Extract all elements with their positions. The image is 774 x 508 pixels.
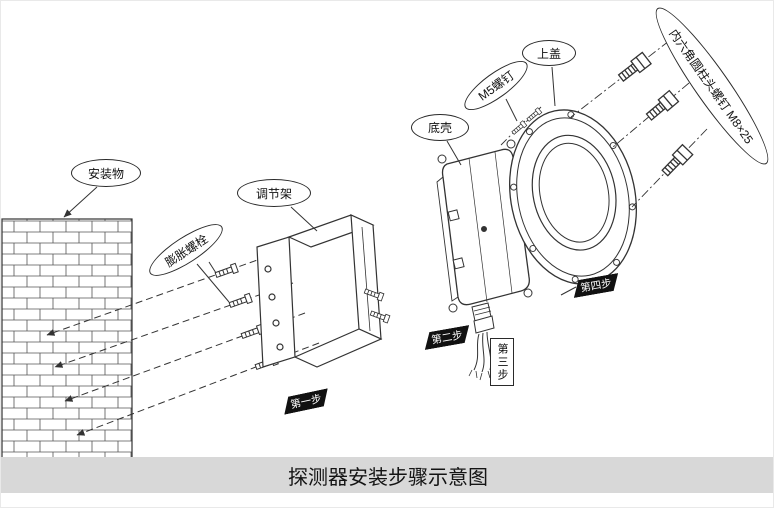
diagram-title: 探测器安装步骤示意图 bbox=[288, 466, 488, 489]
callout-mounting-object: 安装物 bbox=[71, 159, 141, 187]
adjust-bracket-drawing bbox=[256, 214, 391, 368]
callout-top-cover: 上盖 bbox=[522, 40, 576, 66]
m5-screws-drawing bbox=[500, 106, 543, 146]
hex-screws-drawing bbox=[570, 40, 708, 208]
step-flag-3: 第三步 bbox=[490, 338, 514, 386]
top-cover-drawing bbox=[509, 109, 637, 292]
brick-wall bbox=[1, 218, 133, 460]
leader-lines bbox=[63, 66, 577, 303]
callout-bottom-shell: 底壳 bbox=[411, 114, 469, 141]
caption-bar: 探测器安装步骤示意图 bbox=[1, 457, 773, 493]
bottom-shell-drawing bbox=[436, 139, 533, 381]
bolt-axis-lines bbox=[46, 252, 320, 436]
callout-adjust-bracket: 调节架 bbox=[237, 179, 311, 207]
